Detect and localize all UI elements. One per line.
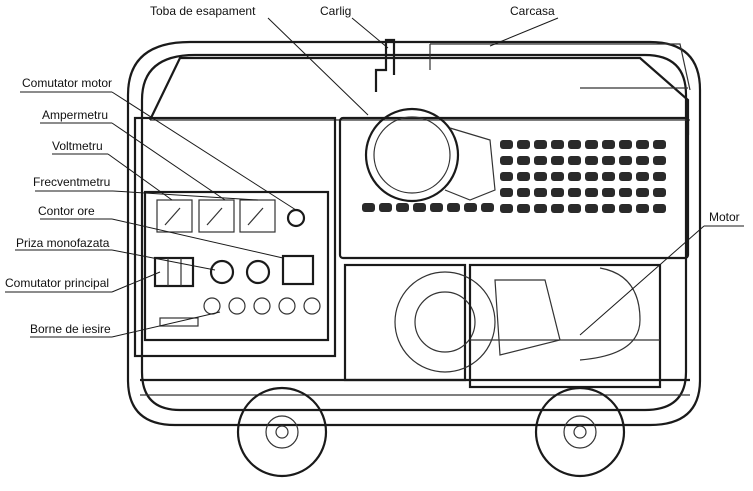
engine-cover	[338, 116, 690, 260]
vent-slot	[568, 156, 581, 165]
vent-slot	[500, 140, 513, 149]
label-frequency-meter: Frecventmetru	[33, 175, 111, 189]
hook	[374, 38, 396, 92]
vent-slot	[430, 203, 443, 212]
housing-edge	[429, 43, 691, 91]
vent-slot	[636, 172, 649, 181]
vent-slot	[551, 172, 564, 181]
label-main-switch: Comutator principal	[5, 276, 110, 290]
vent-slot	[517, 172, 530, 181]
vent-slot	[447, 203, 460, 212]
vent-slot	[551, 140, 564, 149]
alternator	[343, 263, 467, 382]
vent-slot	[619, 156, 632, 165]
vent-slot	[653, 172, 666, 181]
vent-slot	[653, 204, 666, 213]
engine-block	[468, 263, 662, 389]
vent-slot	[653, 156, 666, 165]
vent-slot	[551, 188, 564, 197]
vent-slot	[602, 140, 615, 149]
vent-slot	[619, 140, 632, 149]
vent-slot	[500, 188, 513, 197]
vent-slot	[500, 172, 513, 181]
main-switch	[153, 256, 195, 288]
control-box	[133, 116, 337, 358]
vent-slot	[602, 172, 615, 181]
vent-slot	[396, 203, 409, 212]
vent-grid	[362, 140, 666, 213]
vent-slot	[464, 203, 477, 212]
vent-slot	[534, 140, 547, 149]
voltmeter-dial	[198, 199, 235, 233]
vent-slot	[534, 188, 547, 197]
vent-slot	[585, 140, 598, 149]
vent-slot	[602, 188, 615, 197]
vent-slot	[619, 172, 632, 181]
muffler	[364, 107, 460, 203]
vent-slot	[619, 188, 632, 197]
vent-slot	[481, 203, 494, 212]
label-single-phase-socket: Priza monofazata	[16, 236, 110, 250]
label-output-terminals: Borne de iesire	[30, 322, 111, 336]
housing-top	[149, 56, 690, 135]
label-ammeter: Ampermetru	[42, 108, 109, 122]
vent-slot	[517, 188, 530, 197]
vent-slot	[636, 140, 649, 149]
output-terminals	[203, 297, 321, 315]
vent-slot	[653, 140, 666, 149]
vent-slot	[500, 156, 513, 165]
label-hour-counter: Contor ore	[38, 204, 95, 218]
hour-counter	[281, 254, 315, 286]
vent-slot	[362, 203, 375, 212]
vent-slot	[636, 204, 649, 213]
vent-slot	[585, 156, 598, 165]
vent-slot	[568, 172, 581, 181]
vent-slot	[568, 204, 581, 213]
leader-lines	[5, 17, 744, 338]
vent-slot	[636, 188, 649, 197]
vent-slot	[534, 156, 547, 165]
ammeter-dial	[156, 199, 193, 233]
vent-slot	[585, 204, 598, 213]
vent-slot	[568, 188, 581, 197]
vent-slot	[619, 204, 632, 213]
vent-slot	[413, 203, 426, 212]
label-engine: Motor	[709, 210, 740, 224]
frame-outer	[126, 40, 702, 427]
vent-slot	[551, 204, 564, 213]
control-panel	[143, 190, 330, 342]
vent-slot	[517, 140, 530, 149]
vent-slot	[568, 140, 581, 149]
label-hook: Carlig	[320, 4, 352, 18]
vent-slot	[653, 188, 666, 197]
vent-slot	[602, 156, 615, 165]
wheel-left	[236, 386, 328, 478]
label-muffler: Toba de esapament	[150, 4, 256, 18]
vent-slot	[585, 172, 598, 181]
vent-slot	[500, 204, 513, 213]
vent-slot	[636, 156, 649, 165]
vent-slot	[602, 204, 615, 213]
vent-slot	[517, 156, 530, 165]
vent-slot	[551, 156, 564, 165]
motor-switch	[286, 208, 306, 228]
label-motor-switch: Comutator motor	[22, 76, 113, 90]
label-voltmeter: Voltmetru	[52, 139, 103, 153]
frame-inner	[140, 53, 688, 412]
label-housing: Carcasa	[510, 4, 555, 18]
socket-2	[245, 259, 271, 285]
frequency-dial	[239, 199, 276, 233]
wheel-right	[534, 386, 626, 478]
vent-slot	[534, 204, 547, 213]
vent-slot	[517, 204, 530, 213]
vent-slot	[534, 172, 547, 181]
socket-1	[209, 259, 235, 285]
vent-slot	[379, 203, 392, 212]
vent-slot	[585, 188, 598, 197]
